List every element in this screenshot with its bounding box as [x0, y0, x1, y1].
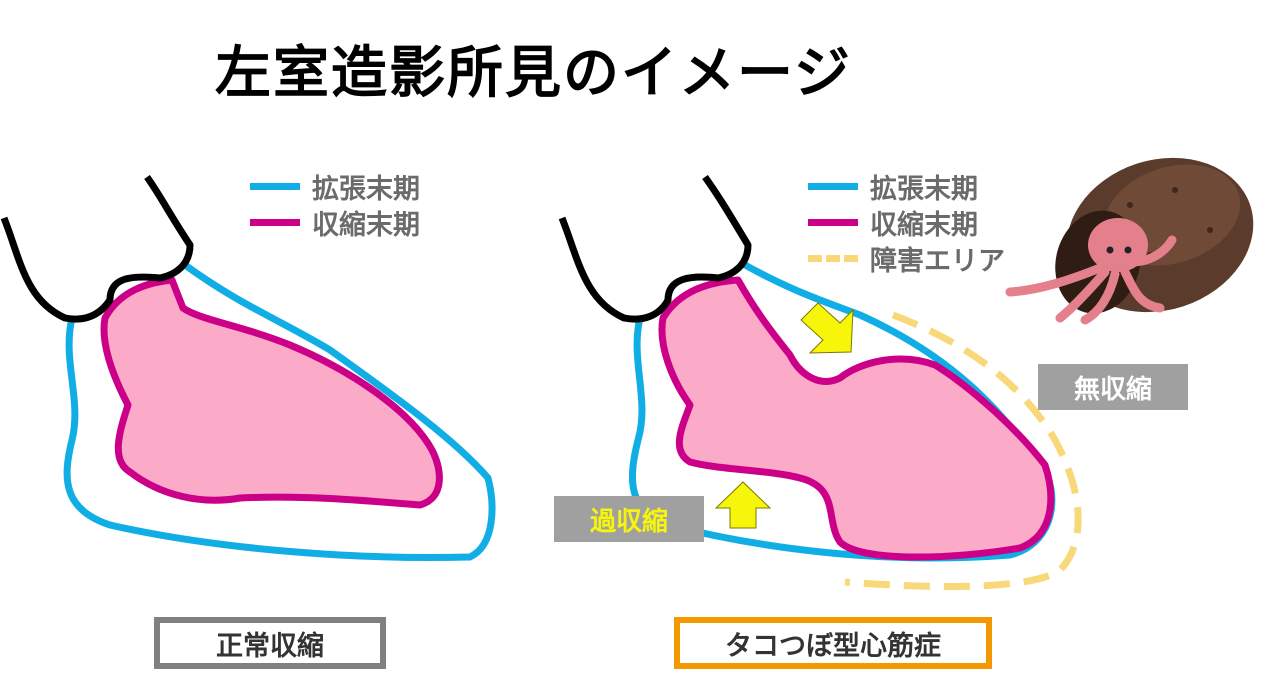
legend-row-impaired: 障害エリア — [808, 240, 1005, 277]
legend-label-diastole: 拡張末期 — [870, 173, 978, 205]
takotsubo-diastole-outline — [629, 261, 1056, 562]
legend-row-diastole: 拡張末期 — [250, 168, 420, 205]
diastole-line-swatch — [250, 182, 300, 190]
takotsubo-systole-shape — [658, 276, 1055, 561]
takotsubo-ventricle — [558, 174, 1082, 590]
page-title: 左室造影所見のイメージ — [215, 41, 852, 106]
upward-arrow-icon — [714, 481, 772, 529]
akinesis-label: 無収縮 — [1038, 364, 1188, 410]
impaired-area-outline — [844, 311, 1082, 590]
legend-label-impaired: 障害エリア — [870, 245, 1005, 277]
inward-arrow-icon — [800, 302, 854, 354]
legend-label-systole: 収縮末期 — [312, 209, 420, 241]
legend-row-systole: 収縮末期 — [808, 204, 1005, 241]
legend-row-diastole: 拡張末期 — [808, 168, 1005, 205]
normal-systole-shape — [100, 276, 443, 509]
normal-contraction-caption: 正常収縮 — [154, 617, 386, 669]
systole-line-swatch — [250, 218, 300, 226]
octopus-pot-icon — [1005, 157, 1254, 325]
legend-label-systole: 収縮末期 — [870, 209, 978, 241]
normal-ventricle — [0, 174, 496, 562]
hyperkinesis-label: 過収縮 — [554, 496, 704, 542]
legend-row-systole: 収縮末期 — [250, 204, 420, 241]
legend-label-diastole: 拡張末期 — [312, 173, 420, 205]
impaired-line-swatch — [808, 254, 858, 262]
takotsubo-caption: タコつぼ型心筋症 — [674, 617, 992, 669]
legend-normal: 拡張末期 収縮末期 — [250, 168, 420, 241]
normal-aorta-outline — [0, 174, 194, 323]
legend-takotsubo: 拡張末期 収縮末期 障害エリア — [808, 168, 1005, 277]
systole-line-swatch — [808, 218, 858, 226]
diastole-line-swatch — [808, 182, 858, 190]
takotsubo-aorta-outline — [558, 174, 752, 323]
normal-diastole-outline — [63, 262, 496, 562]
